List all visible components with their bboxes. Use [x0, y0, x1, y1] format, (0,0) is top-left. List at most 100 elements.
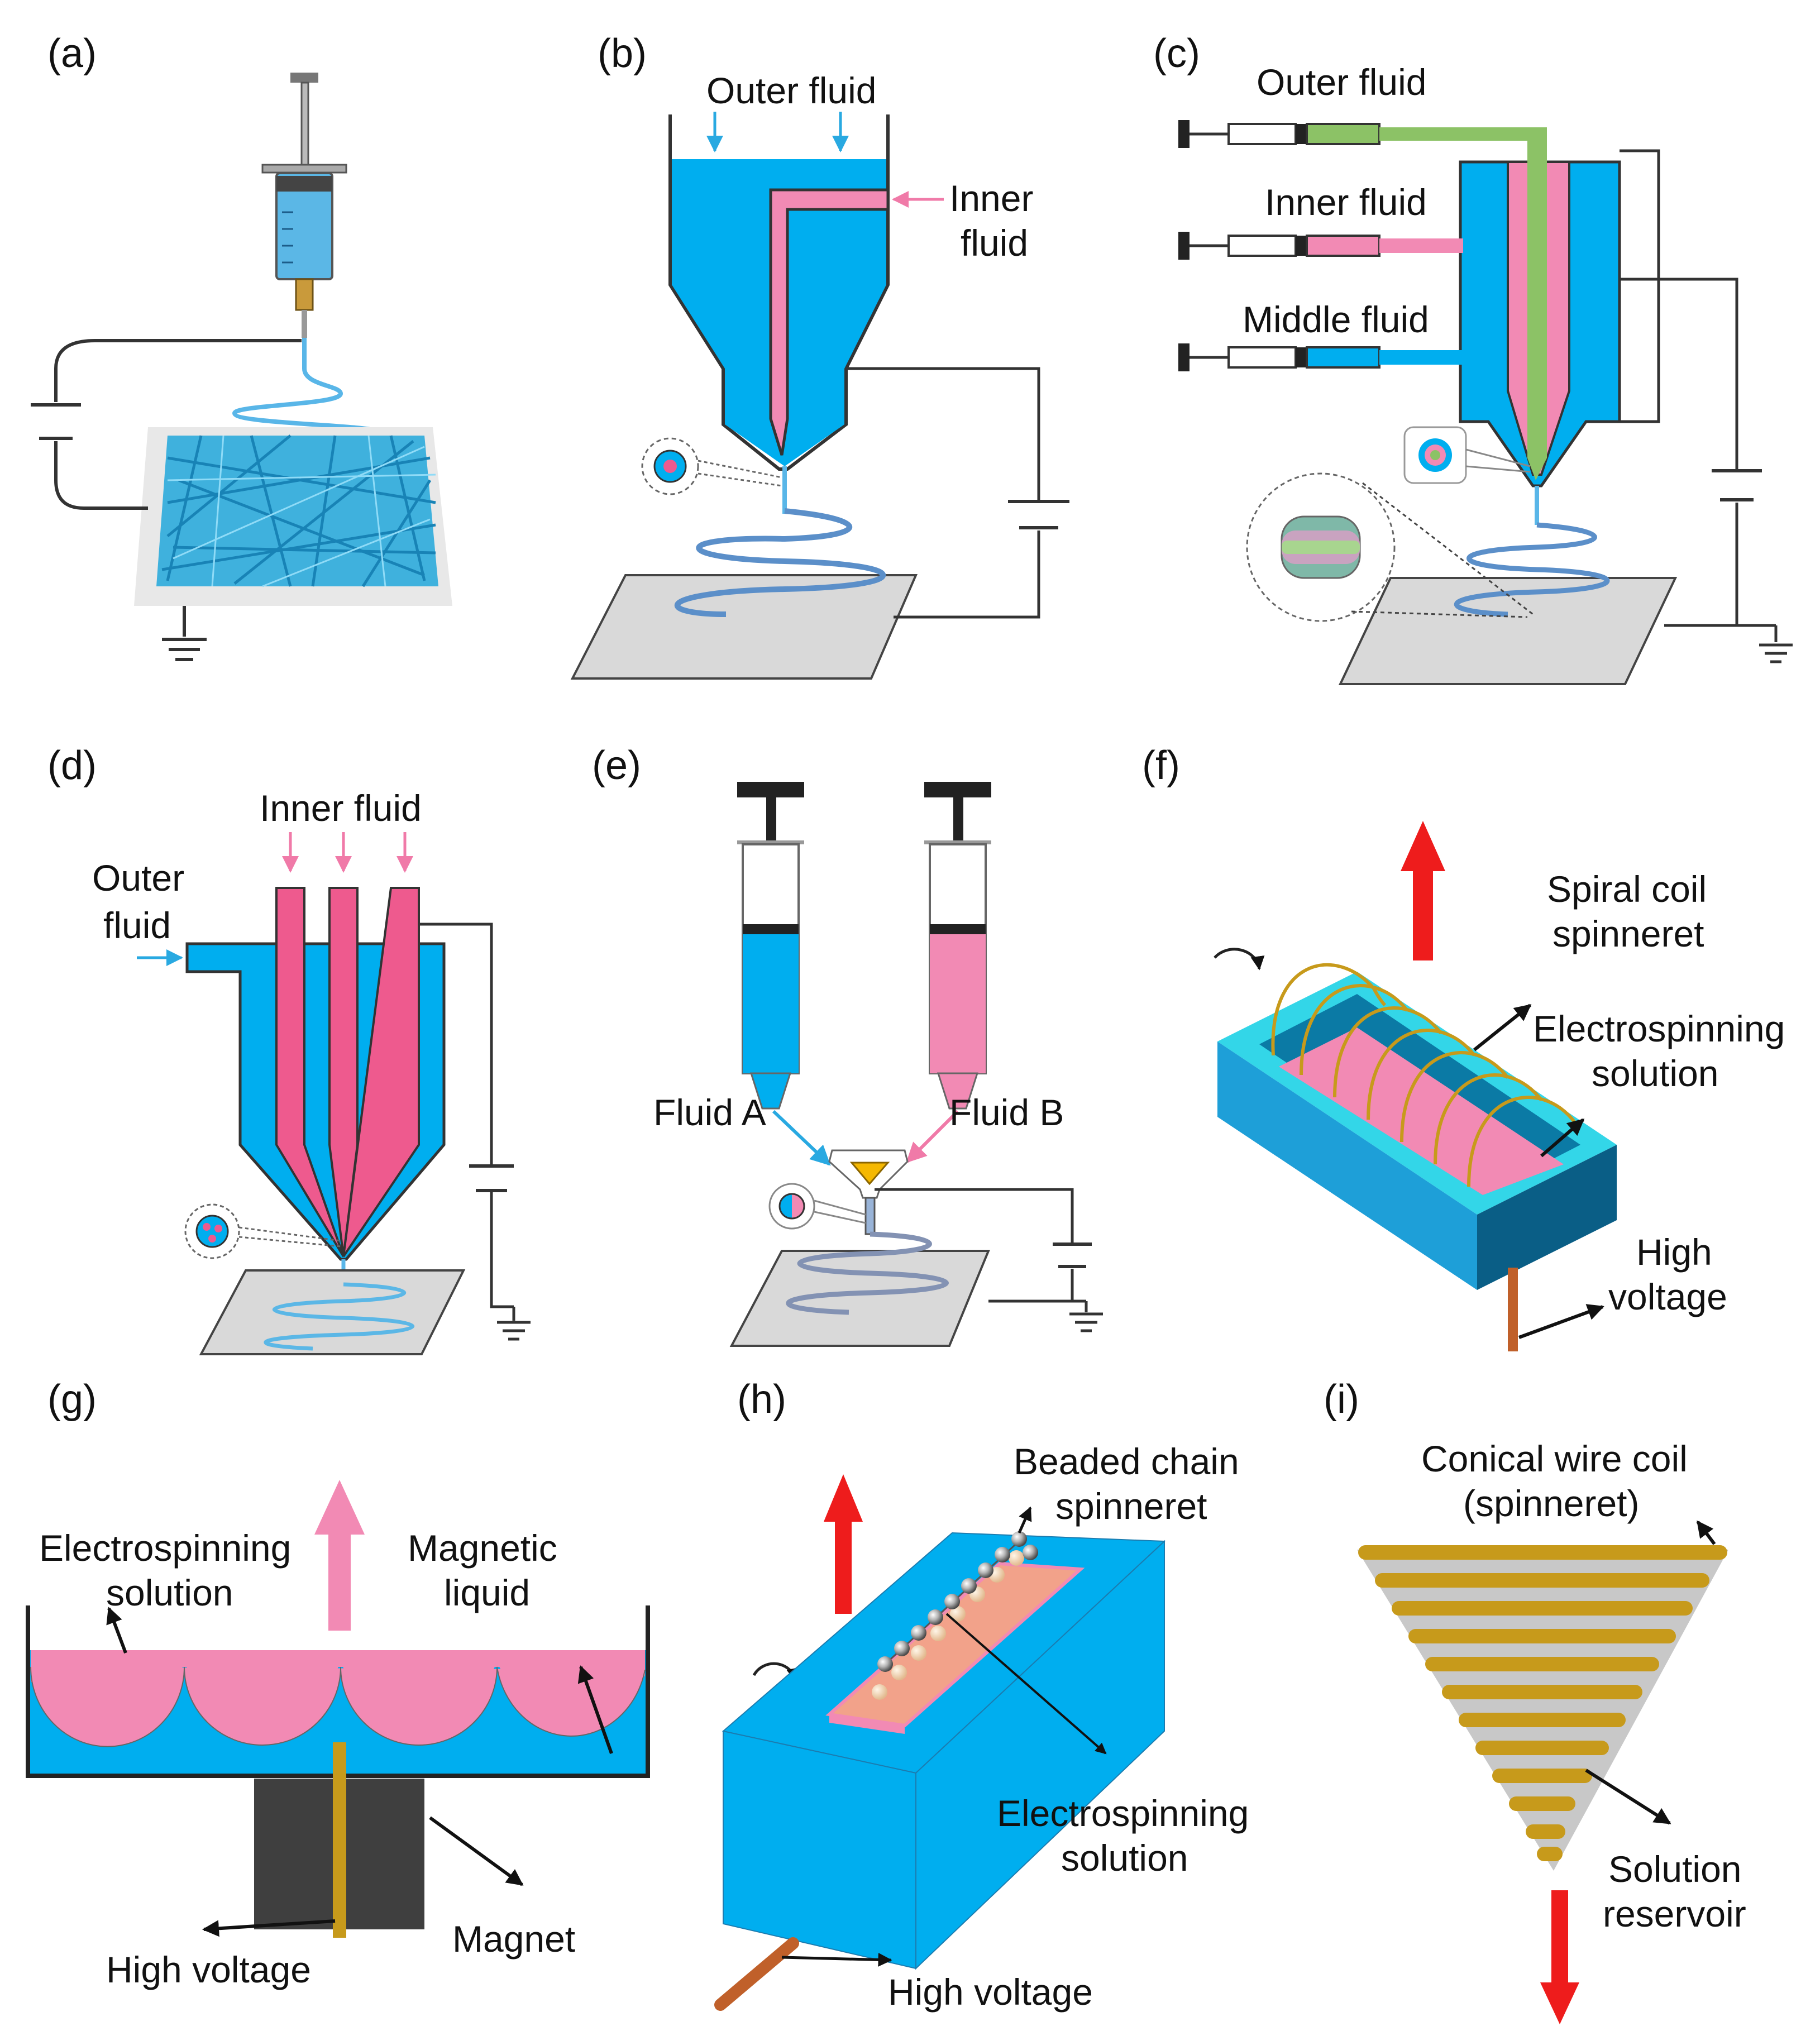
ground-d [497, 1307, 531, 1341]
solution-bed-edge-h [829, 1714, 905, 1734]
voltage-f-label-2: voltage [1608, 1276, 1727, 1317]
high-voltage-rod-f [1508, 1268, 1518, 1351]
cross-section-d-core1 [203, 1223, 211, 1231]
fiber-mat [134, 427, 452, 606]
syringe-inner-c [1178, 232, 1380, 260]
panel-d: (d) Inner fluid Outer fluid [47, 743, 531, 1355]
spiral-coil-label-2: spinneret [1553, 913, 1704, 954]
panel-a: (a) [31, 31, 452, 661]
panel-i: (i) Conical wire coil (spinneret) Soluti… [1324, 1377, 1746, 2024]
solution-arrow-h [945, 1613, 1107, 1755]
cross-section-d-body [195, 1215, 229, 1248]
spiral-coil-f [1271, 963, 1577, 1187]
upward-arrow-h [824, 1474, 863, 1614]
panel-h: (h) [714, 1377, 1249, 2013]
ground-a [162, 606, 207, 661]
cross-section-e-right [792, 1194, 804, 1218]
solution-g-label-1: Electrospinning [39, 1527, 291, 1569]
reservoir-label-1: Solution [1608, 1848, 1742, 1890]
spiral-jet-e [786, 1231, 949, 1315]
conical-label-1: Conical wire coil [1421, 1438, 1688, 1479]
solution-f-label-1: Electrospinning [1533, 1008, 1785, 1049]
circuit-c [1620, 149, 1776, 627]
inner-fluid-tube [769, 188, 890, 456]
reservoir-f [1217, 972, 1617, 1290]
fluid-b-arrow [906, 1110, 959, 1163]
ground-e [1069, 1301, 1103, 1332]
cross-section-core [663, 460, 677, 473]
upward-arrow-f [1401, 821, 1445, 960]
cross-section-e-left [780, 1194, 792, 1218]
panel-i-tag: (i) [1324, 1377, 1359, 1422]
middle-fluid-c-label: Middle fluid [1243, 299, 1429, 340]
beaded-label-2: spinneret [1055, 1485, 1207, 1527]
fluid-b-label: Fluid B [949, 1092, 1064, 1133]
voltage-f-label-1: High [1636, 1231, 1712, 1273]
spiral-jet-d [264, 1282, 414, 1351]
solution-h-label-1: Electrospinning [997, 1793, 1249, 1834]
rotation-arrow-f [1214, 948, 1265, 971]
panel-c-tag: (c) [1153, 31, 1200, 76]
panel-b-tag: (b) [598, 31, 647, 76]
magnet-g-label: Magnet [452, 1918, 575, 1960]
conical-label-2: (spinneret) [1463, 1483, 1639, 1524]
panel-h-tag: (h) [737, 1377, 786, 1422]
solution-arrow-f [1540, 1118, 1585, 1158]
inner-fluid-label-1: Inner [949, 178, 1033, 219]
cross-section-d-core2 [214, 1225, 222, 1232]
panel-e-tag: (e) [592, 743, 641, 788]
panel-g: (g) Electrospinning solution Magnetic li… [26, 1377, 650, 1990]
needle-d1 [275, 887, 345, 1258]
zoom-line-e2 [814, 1211, 866, 1224]
zoom-line-c1 [1465, 448, 1531, 467]
beaded-label-1: Beaded chain [1014, 1441, 1239, 1482]
outer-feed-c [1379, 127, 1547, 480]
panel-g-tag: (g) [47, 1377, 97, 1422]
zoom-line-b2 [698, 472, 782, 487]
spiral-coil-label-1: Spiral coil [1547, 868, 1707, 910]
fluid-a-label: Fluid A [653, 1092, 766, 1133]
needle-e [864, 1197, 876, 1235]
conical-wire-coil [1358, 1545, 1727, 1861]
inner-fluid-d-label: Inner fluid [260, 787, 422, 829]
upward-arrow-g [314, 1480, 365, 1631]
solution-reservoir-cone [1357, 1550, 1728, 1871]
panel-f: (f) Spiral coil spinneret El [1142, 743, 1785, 1351]
outer-fluid-c-label: Outer fluid [1257, 61, 1426, 103]
mixing-chamber-e [849, 1162, 890, 1186]
needle-d3 [342, 887, 420, 1258]
outer-fluid-label: Outer fluid [706, 70, 876, 111]
voltage-arrow-g [202, 1919, 336, 1937]
middle-feed-c [1379, 350, 1463, 365]
circuit-a [54, 339, 302, 510]
beaded-arrow [1018, 1506, 1032, 1534]
panel-c: (c) Outer fluid Inner fluid Middle fluid [1153, 31, 1793, 685]
circuit-e [875, 1188, 1086, 1303]
solution-bed-h [825, 1561, 1085, 1728]
cusp-outline-g [30, 1666, 646, 1747]
syringe-outer-c [1178, 120, 1380, 148]
magnetic-arrow-g [577, 1665, 613, 1755]
reservoir-arrow [1585, 1769, 1671, 1825]
inner-fluid-label-2: fluid [961, 222, 1028, 264]
collector-e [729, 1250, 990, 1347]
collector-c [1338, 577, 1678, 685]
zoom-line-d1 [238, 1226, 341, 1242]
beaded-chain-spinneret [877, 1531, 1038, 1672]
magnetic-g-label-1: Magnetic [408, 1527, 557, 1569]
electrode-rod-g [333, 1742, 346, 1938]
zoom-line-c4 [1351, 610, 1528, 618]
collector-d [199, 1269, 466, 1355]
pink-solution-top [31, 1650, 645, 1667]
zoom-line-c2 [1465, 465, 1531, 473]
conical-arrow [1696, 1520, 1716, 1545]
ground-c [1759, 625, 1793, 663]
panel-e: (e) Fluid A Fluid B [592, 743, 1103, 1347]
solution-g-label-2: solution [106, 1572, 233, 1613]
high-voltage-rod-h [714, 1937, 799, 2011]
syringe-middle-c [1178, 343, 1380, 371]
voltage-arrow-f [1518, 1304, 1604, 1339]
downward-arrow-i [1540, 1890, 1579, 2024]
panel-a-tag: (a) [47, 31, 97, 76]
panel-d-tag: (d) [47, 743, 97, 788]
